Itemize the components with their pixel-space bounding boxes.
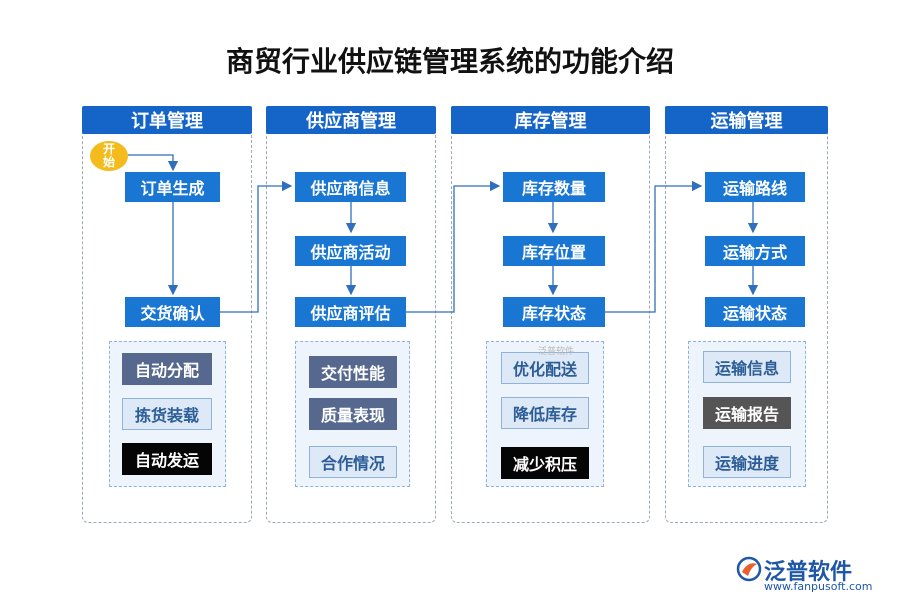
step-transport-status[interactable]: 运输状态 <box>705 297 805 327</box>
tag-quality-performance[interactable]: 质量表现 <box>309 398 397 430</box>
step-inventory-location[interactable]: 库存位置 <box>503 236 605 266</box>
page-title: 商贸行业供应链管理系统的功能介绍 <box>225 45 674 78</box>
step-delivery-confirm[interactable]: 交货确认 <box>125 297 220 327</box>
column-header-transport: 运输管理 <box>665 106 828 134</box>
tag-transport-info[interactable]: 运输信息 <box>703 351 791 383</box>
tag-cooperation-status[interactable]: 合作情况 <box>309 446 397 478</box>
column-header-inventory: 库存管理 <box>451 106 650 134</box>
step-inventory-status[interactable]: 库存状态 <box>503 297 605 327</box>
logo-url: www.fanpusoft.com <box>764 580 873 593</box>
watermark-text: 泛普软件 <box>538 347 575 357</box>
tag-pick-load[interactable]: 拣货装载 <box>122 398 212 430</box>
column-header-order: 订单管理 <box>82 106 252 134</box>
arrow-col2-col3 <box>406 180 501 313</box>
step-supplier-activity[interactable]: 供应商活动 <box>295 236 406 266</box>
brand-logo: 泛普软件 www.fanpusoft.com <box>736 552 886 594</box>
logo-name: 泛普软件 <box>764 560 853 585</box>
tag-transport-progress[interactable]: 运输进度 <box>703 446 791 478</box>
step-supplier-evaluation[interactable]: 供应商评估 <box>295 297 406 327</box>
tag-optimize-distribution[interactable]: 优化配送 <box>501 352 589 384</box>
step-order-generate[interactable]: 订单生成 <box>125 172 220 202</box>
tag-auto-allocate[interactable]: 自动分配 <box>122 353 212 385</box>
step-supplier-info[interactable]: 供应商信息 <box>295 172 406 202</box>
tag-delivery-performance[interactable]: 交付性能 <box>309 356 397 388</box>
tag-reduce-inventory[interactable]: 降低库存 <box>501 397 589 429</box>
arrow-start <box>128 154 179 172</box>
start-label: 开始 <box>102 142 115 169</box>
step-transport-route[interactable]: 运输路线 <box>705 172 805 202</box>
step-inventory-quantity[interactable]: 库存数量 <box>503 172 605 202</box>
step-transport-mode[interactable]: 运输方式 <box>705 236 805 266</box>
tag-auto-ship[interactable]: 自动发运 <box>122 443 212 475</box>
arrow-col3-col4 <box>605 180 703 313</box>
tag-transport-report[interactable]: 运输报告 <box>703 397 791 429</box>
start-badge: 开始 <box>90 141 128 171</box>
column-header-supplier: 供应商管理 <box>266 106 436 134</box>
tag-reduce-backlog[interactable]: 减少积压 <box>501 447 589 479</box>
arrow-col1-col2 <box>220 180 293 313</box>
fanpu-logo-icon <box>736 556 762 582</box>
